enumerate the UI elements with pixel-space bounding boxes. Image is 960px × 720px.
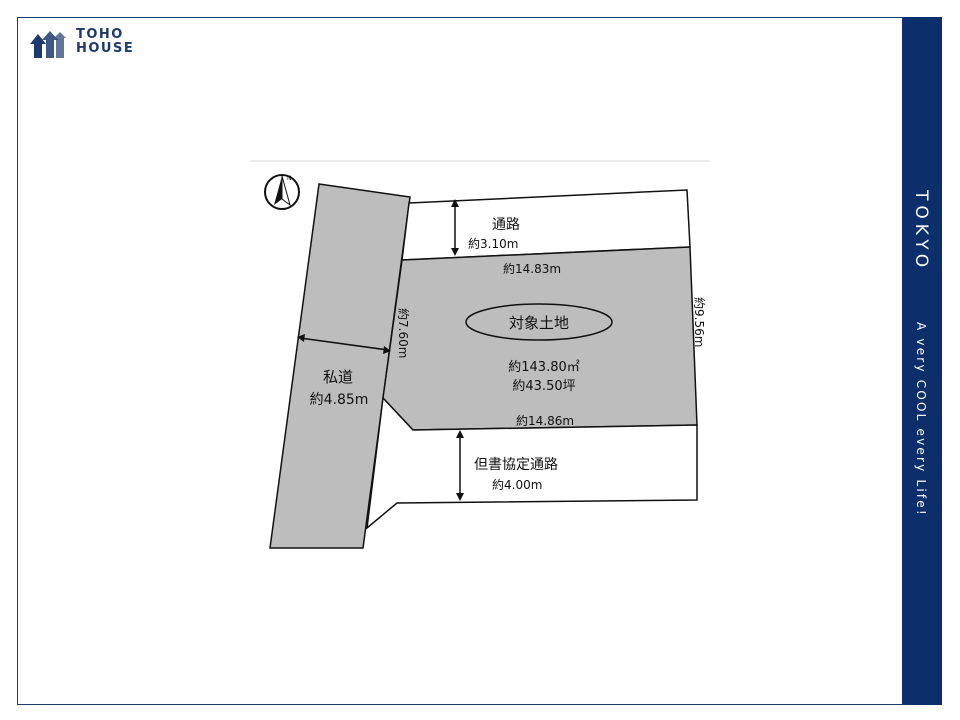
brand-name: TOHO HOUSE bbox=[76, 28, 134, 56]
lot-name: 対象土地 bbox=[509, 314, 569, 332]
private-road-name: 私道 bbox=[323, 368, 353, 386]
side-band-title: TOKYO bbox=[911, 190, 931, 273]
lot-area-m2: 約143.80㎡ bbox=[508, 360, 580, 375]
lot-right-edge: 約9.56m bbox=[692, 297, 707, 347]
side-band-tagline: A very COOL every Life! bbox=[914, 322, 928, 517]
lot-label-ellipse bbox=[465, 303, 613, 341]
toho-house-logo-icon bbox=[30, 31, 66, 58]
bottom-road-name: 但書協定通路 bbox=[474, 457, 558, 473]
lot-left-edge: 約7.60m bbox=[396, 308, 411, 358]
north-arrow-icon: N bbox=[264, 174, 300, 210]
brand-line2: HOUSE bbox=[76, 41, 135, 56]
bottom-road-width: 約4.00m bbox=[492, 477, 542, 492]
top-passage-name: 通路 bbox=[492, 217, 520, 233]
north-mark: N bbox=[287, 175, 292, 182]
lot-bottom-edge: 約14.86m bbox=[516, 413, 574, 428]
bottom-road-area bbox=[366, 396, 698, 530]
lot-area-tsubo: 約43.50坪 bbox=[512, 379, 575, 394]
private-road-width: 約4.85m bbox=[310, 392, 369, 408]
side-band bbox=[902, 17, 942, 705]
lot-top-edge: 約14.83m bbox=[503, 261, 561, 276]
brand-line1: TOHO bbox=[76, 27, 124, 42]
dimension-arrows bbox=[297, 199, 464, 501]
top-passage-width: 約3.10m bbox=[468, 236, 518, 251]
